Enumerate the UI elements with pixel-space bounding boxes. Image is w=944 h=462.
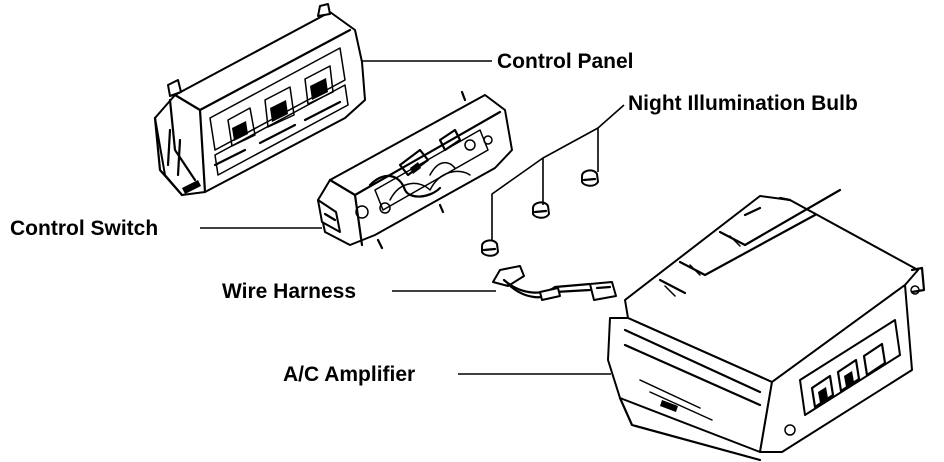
night-illumination-bulbs [481, 169, 599, 257]
control-panel-part [153, 3, 366, 197]
bulb-2 [532, 201, 550, 219]
ac-amplifier-part [607, 188, 926, 462]
label-wire-harness: Wire Harness [222, 280, 356, 303]
leader-night-bulb [491, 104, 625, 240]
wire-harness-part [492, 265, 617, 301]
bulb-1 [481, 239, 499, 257]
label-night-illumination-bulb: Night Illumination Bulb [628, 92, 858, 115]
bulb-3 [581, 169, 599, 187]
leader-lines [200, 60, 625, 375]
label-control-switch: Control Switch [10, 217, 158, 240]
label-control-panel: Control Panel [497, 50, 634, 73]
control-switch-part [317, 90, 513, 250]
label-ac-amplifier: A/C Amplifier [283, 363, 415, 386]
part-labels: Control Panel Night Illumination Bulb Co… [10, 50, 858, 386]
